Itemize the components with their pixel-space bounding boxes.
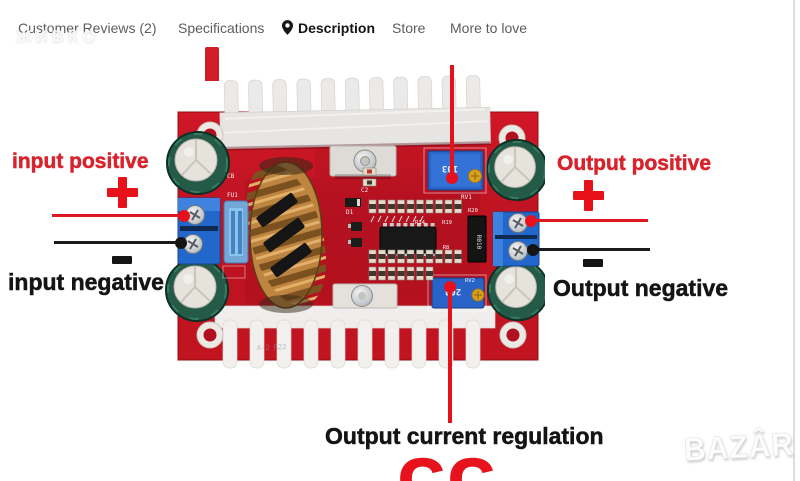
capacitor-bottom-left xyxy=(165,258,229,322)
capacitor-top-right xyxy=(485,138,545,202)
label-input-positive: input positive xyxy=(12,150,149,174)
blade-fuse xyxy=(223,200,249,264)
svg-text:D1: D1 xyxy=(346,209,354,216)
photo-artifact xyxy=(205,47,219,81)
label-cc: CC xyxy=(398,446,499,481)
output-negative-dot xyxy=(527,244,539,256)
mosfet-clamp-top xyxy=(329,145,397,179)
label-output-positive: Output positive xyxy=(557,152,712,176)
tab-description[interactable]: Description xyxy=(282,20,375,38)
input-positive-line xyxy=(52,214,186,217)
svg-text:R14: R14 xyxy=(415,220,426,226)
sense-resistor: R010 xyxy=(467,215,487,263)
svg-text:FU1: FU1 xyxy=(227,192,238,199)
output-positive-line xyxy=(530,219,648,222)
svg-text:C2: C2 xyxy=(361,187,369,194)
smd-transistors xyxy=(348,222,362,247)
sense-resistor-label: R010 xyxy=(475,235,482,250)
output-plus-sign xyxy=(573,180,604,211)
watermark-bazar-logo: BAZÂR xyxy=(683,426,795,469)
input-plus-sign xyxy=(107,177,138,208)
label-output-current-regulation: Output current regulation xyxy=(325,423,604,450)
input-negative-dot xyxy=(175,237,187,249)
current-pot-pointer-line xyxy=(448,288,452,423)
voltage-pot-pointer-line xyxy=(450,65,454,177)
input-negative-line xyxy=(54,241,182,244)
silkscreen-labels: FU1 CB D1 C2 RV1 R20 R14 R19 R8 RV2 xyxy=(227,173,478,284)
current-trimpot: 203 xyxy=(427,274,487,312)
tab-store[interactable]: Store xyxy=(392,20,426,36)
svg-text:R20: R20 xyxy=(468,208,478,214)
svg-text:R19: R19 xyxy=(442,220,452,226)
smd-resistor-rows xyxy=(222,167,462,281)
page-right-border xyxy=(793,0,795,481)
input-terminal-block xyxy=(177,197,221,265)
svg-text:RV1: RV1 xyxy=(461,194,472,201)
output-minus-sign xyxy=(583,259,603,267)
capacitor-top-left xyxy=(166,131,230,195)
tab-more-to-love[interactable]: More to love xyxy=(450,20,528,36)
product-image-converter-board: A-2 R22 xyxy=(165,75,545,369)
tab-specifications[interactable]: Specifications xyxy=(178,20,265,36)
voltage-pot-dot xyxy=(446,172,458,184)
label-output-negative: Output negative xyxy=(553,275,729,302)
location-pin-icon xyxy=(282,20,293,38)
label-input-negative: input negative xyxy=(8,269,164,296)
diodes-on-toroid xyxy=(256,193,312,277)
heatsink-etch-label: A-2 R22 xyxy=(257,343,287,352)
svg-text:R8: R8 xyxy=(443,245,450,251)
current-pot-dot xyxy=(444,281,456,293)
capacitor-bottom-right xyxy=(486,258,545,322)
output-negative-line xyxy=(532,248,650,251)
output-positive-dot xyxy=(525,215,537,227)
svg-text:CB: CB xyxy=(227,173,235,180)
watermark-zhivko: ЖИВКО xyxy=(16,27,100,46)
input-minus-sign xyxy=(112,256,132,264)
input-positive-dot xyxy=(178,210,190,222)
tab-description-label: Description xyxy=(298,20,376,36)
svg-text:RV2: RV2 xyxy=(465,278,475,284)
mosfet-clamp-bottom xyxy=(332,283,398,309)
tab-customer-reviews[interactable]: Customer Reviews (2) xyxy=(18,20,157,36)
toroid-inductor xyxy=(231,154,341,316)
voltage-trimpot: 103 xyxy=(423,147,487,194)
